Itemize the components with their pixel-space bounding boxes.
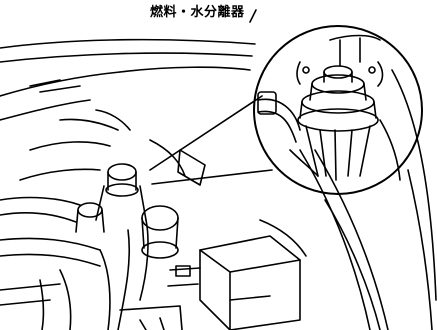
- inset-circle: [149, 25, 423, 195]
- hood-outline: [0, 38, 256, 121]
- engine-components: [0, 109, 307, 330]
- fuel-water-separator-detail: [257, 34, 401, 181]
- fuel-water-separator-label: 燃料・水分離器: [150, 5, 245, 20]
- label-leader-line: [249, 9, 257, 23]
- fender-outline: [299, 69, 437, 330]
